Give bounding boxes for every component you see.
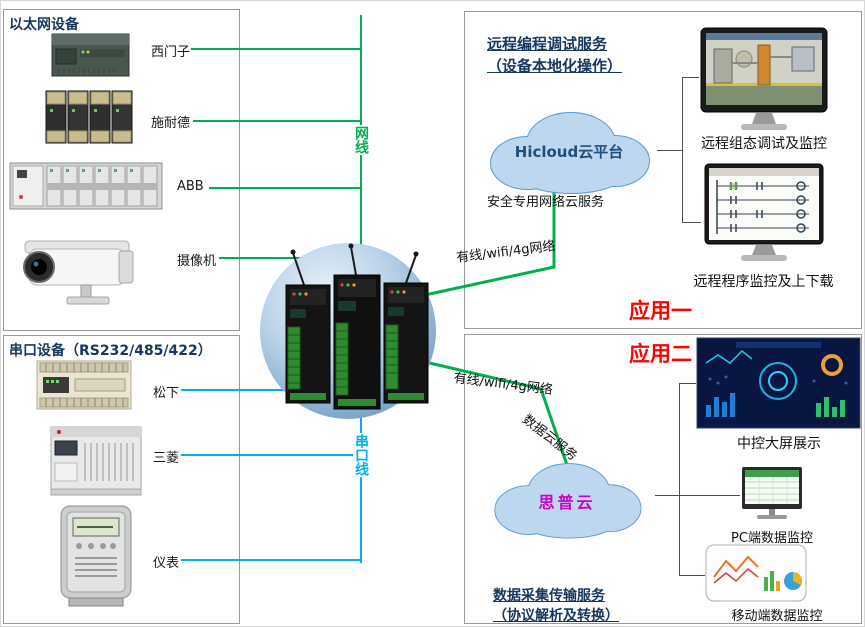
device-label-abb: ABB xyxy=(177,179,204,194)
ethernet-cable-line xyxy=(193,120,361,122)
app2-badge: 应用二 xyxy=(629,342,692,366)
bracket-line xyxy=(679,383,680,576)
bracket-line xyxy=(680,575,705,576)
ethernet-cable-label: 网线 xyxy=(353,125,369,155)
app2-service-title: 数据采集传输服务 xyxy=(493,588,605,604)
ip-camera-icon xyxy=(11,225,143,315)
device-label-meter: 仪表 xyxy=(153,556,180,571)
power-meter-icon xyxy=(55,504,137,612)
app2-endpoint-caption: 中控大屏展示 xyxy=(737,436,821,452)
serial-panel-title: 串口设备（RS232/485/422） xyxy=(9,343,212,359)
serial-cable-line xyxy=(181,559,361,561)
ethernet-panel-title: 以太网设备 xyxy=(9,17,79,33)
device-label-schneider: 施耐德 xyxy=(151,116,191,131)
panasonic-plc-icon xyxy=(35,355,133,419)
device-label-panasonic: 松下 xyxy=(153,386,180,401)
app2-endpoint-caption: PC端数据监控 xyxy=(731,531,813,546)
serial-cable-line xyxy=(181,454,361,456)
app2-service-subtitle: （协议解析及转换） xyxy=(493,608,619,624)
scada-monitor-icon xyxy=(699,27,829,137)
mitsubishi-plc-icon xyxy=(49,419,143,501)
bracket-line xyxy=(683,77,699,78)
app1-endpoint-caption: 远程程序监控及上下载 xyxy=(693,274,834,290)
app1-service-title: 远程编程调试服务 xyxy=(487,35,608,53)
app1-badge: 应用一 xyxy=(629,299,692,323)
ethernet-cable-line xyxy=(191,48,361,50)
gateway-sphere xyxy=(260,243,436,419)
sipu-cloud-label: 思普云 xyxy=(538,493,596,512)
bracket-line xyxy=(680,383,696,384)
siemens-plc-icon xyxy=(51,29,131,85)
cloud-icon xyxy=(494,463,642,539)
device-label-camera: 摄像机 xyxy=(177,254,217,269)
tablet-icon xyxy=(704,543,808,607)
app1-endpoint-caption: 远程组态调试及监控 xyxy=(701,136,827,152)
hicloud-cloud: Hicloud云平台 xyxy=(479,101,659,205)
bracket-line xyxy=(655,495,679,496)
device-label-mitsubishi: 三菱 xyxy=(153,451,180,466)
ethernet-cable-line xyxy=(219,257,361,259)
bracket-line xyxy=(680,495,740,496)
sipu-cloud: 思普云 xyxy=(481,453,653,549)
bracket-line xyxy=(657,150,682,151)
device-label-siemens: 西门子 xyxy=(151,45,191,60)
cloud-icon xyxy=(490,112,650,194)
bracket-line xyxy=(683,222,701,223)
abb-plc-icon xyxy=(9,157,163,219)
serial-cable-label: 串口线 xyxy=(353,433,369,477)
ethernet-cable-line xyxy=(209,187,361,189)
app1-cloud-caption: 安全专用网络云服务 xyxy=(487,195,605,210)
app2-endpoint-caption: 移动端数据监控 xyxy=(731,609,823,624)
hicloud-cloud-label: Hicloud云平台 xyxy=(514,143,624,161)
big-screen-icon xyxy=(696,337,861,433)
serial-cable-line xyxy=(181,389,361,391)
pc-monitor-icon xyxy=(739,465,805,529)
schneider-plc-icon xyxy=(43,85,135,153)
ladder-monitor-icon xyxy=(703,163,825,267)
iot-gateway-cluster-icon xyxy=(285,243,429,410)
bracket-line xyxy=(682,77,683,223)
app1-service-subtitle: （设备本地化操作） xyxy=(487,57,623,75)
